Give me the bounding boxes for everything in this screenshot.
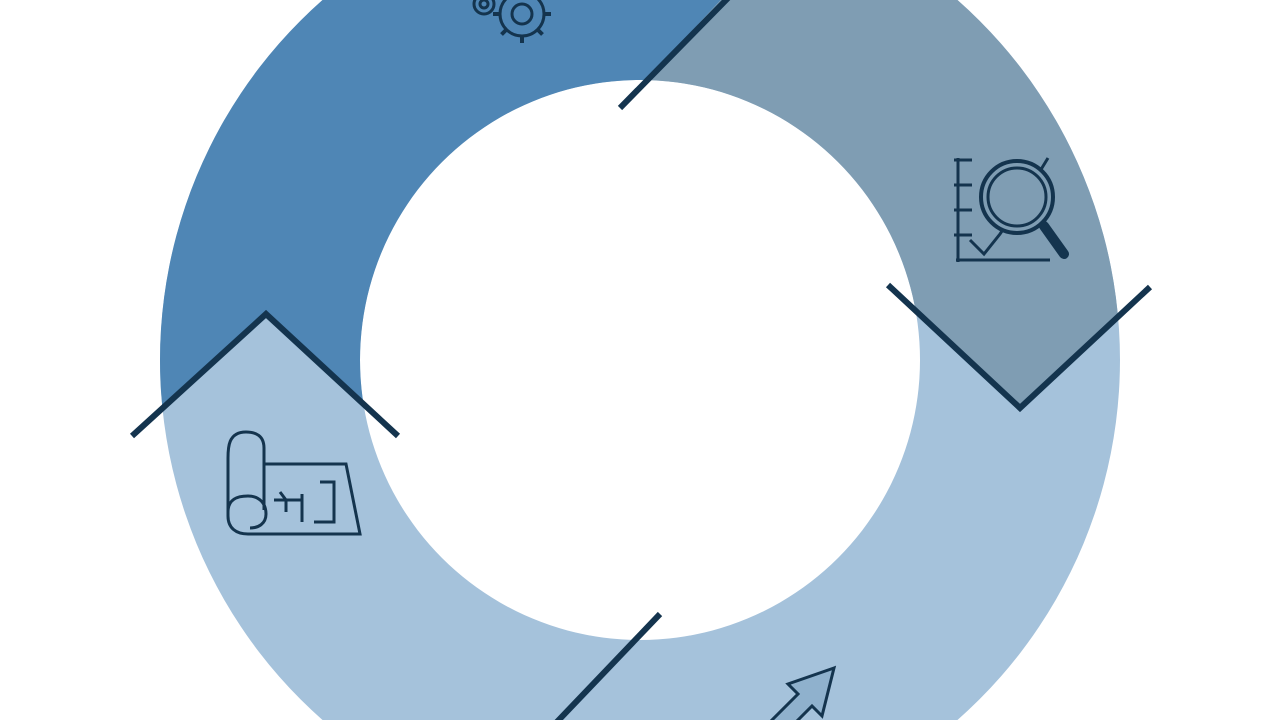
divider-top xyxy=(617,0,731,111)
magnifier-chart-icon xyxy=(954,157,1069,262)
growth-arrow-icon xyxy=(769,665,837,720)
magnifier-handle xyxy=(1039,221,1069,259)
dividers xyxy=(129,0,1153,720)
chevron-left xyxy=(129,309,401,439)
segment-top-left xyxy=(159,0,730,436)
blueprint-icon xyxy=(226,430,362,536)
magnifier-lens xyxy=(979,159,1055,235)
chevron-right xyxy=(885,282,1153,413)
divider-bottom xyxy=(554,611,663,720)
gears-icon xyxy=(472,0,551,43)
